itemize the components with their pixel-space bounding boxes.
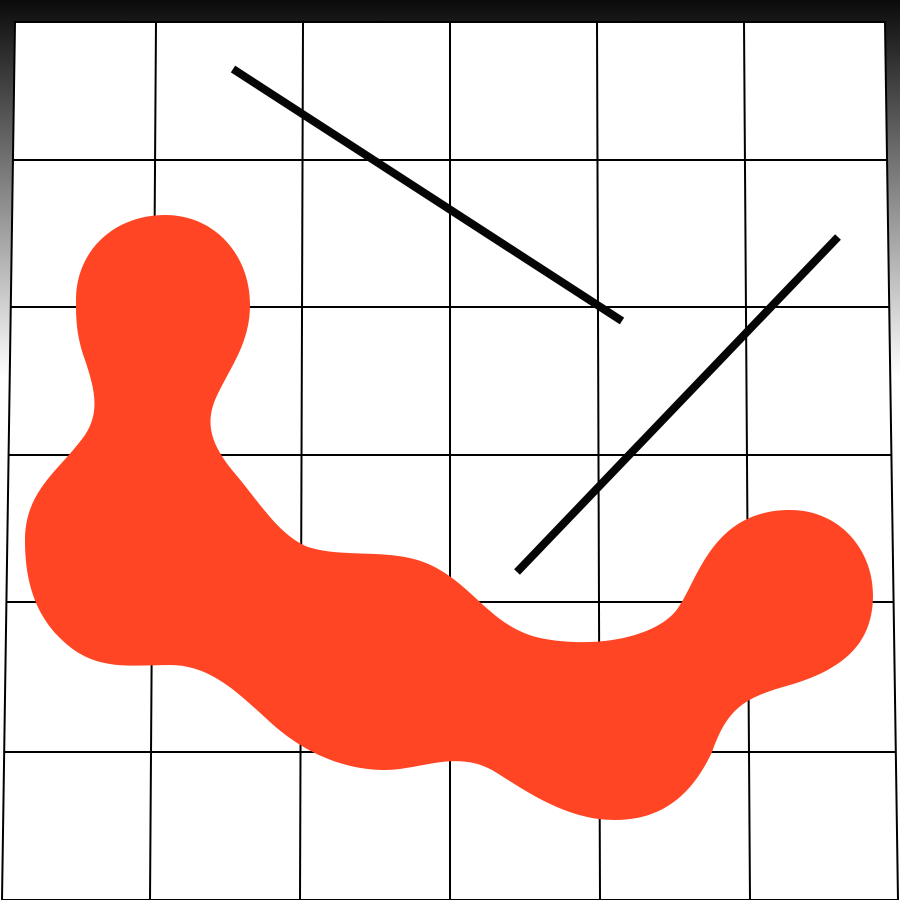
- grid-paper-border: [0, 21, 900, 900]
- grid-line-vertical: [743, 21, 751, 900]
- diagonal-stroke-upper: [230, 65, 625, 325]
- grid-line-vertical: [299, 21, 304, 900]
- diagonal-stroke-right: [514, 234, 841, 575]
- red-blob: [25, 215, 873, 820]
